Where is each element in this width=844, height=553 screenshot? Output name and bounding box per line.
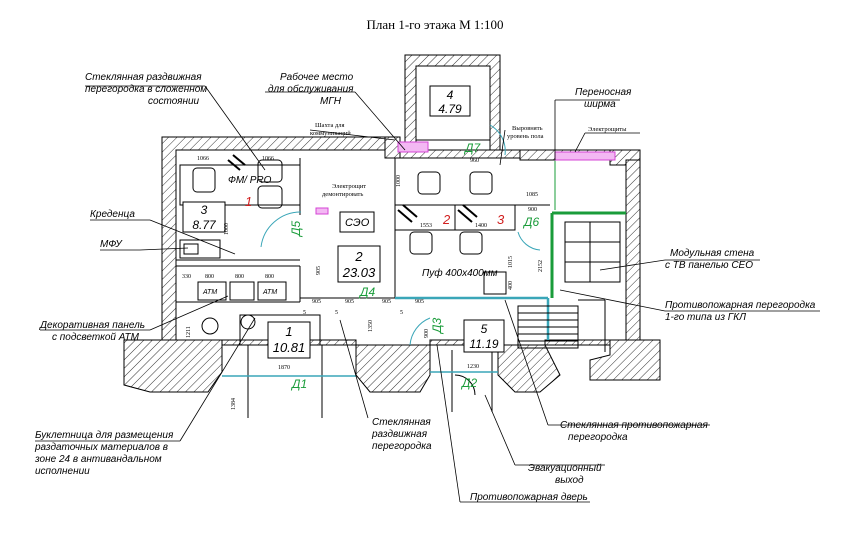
- svg-text:2152: 2152: [538, 260, 544, 272]
- ceo-label: СЭО: [345, 217, 370, 229]
- room-1-area: 10.81: [273, 340, 306, 355]
- door-d1: Д1: [290, 377, 307, 391]
- svg-text:960: 960: [470, 158, 479, 164]
- svg-text:400: 400: [508, 281, 514, 290]
- note-mfu: МФУ: [100, 239, 123, 250]
- svg-text:1553: 1553: [420, 223, 432, 229]
- svg-text:1870: 1870: [278, 365, 290, 371]
- workplace-3: 3: [497, 212, 505, 227]
- svg-text:1066: 1066: [197, 156, 209, 162]
- svg-text:905: 905: [382, 299, 391, 305]
- room-4-area: 4.79: [438, 102, 462, 116]
- atm-label-2: АТМ: [262, 289, 277, 296]
- svg-text:1015: 1015: [508, 256, 514, 268]
- note-electric-shield: Электрощиты: [588, 126, 627, 133]
- svg-text:5: 5: [400, 310, 403, 316]
- svg-text:1400: 1400: [475, 223, 487, 229]
- svg-text:800: 800: [235, 274, 244, 280]
- workplace-2: 2: [442, 212, 451, 227]
- room-2-area: 23.03: [342, 265, 376, 280]
- note-booklet: Буклетница для размещения раздаточных ма…: [34, 430, 176, 477]
- note-shaft: Шахта для коммуникаций: [310, 122, 351, 137]
- note-level-floor: Выровнять уровень пола: [507, 125, 544, 140]
- room-3-number: 3: [201, 203, 208, 217]
- note-evac: Эвакуационный выход: [528, 463, 604, 486]
- room-5-number: 5: [481, 322, 488, 336]
- svg-text:905: 905: [415, 299, 424, 305]
- room-labels: 3 8.77 4 4.79 2 23.03 1 10.81 5 11.19: [192, 88, 499, 355]
- note-glass-fire: Стеклянная противопожарная перегородка: [560, 420, 711, 443]
- drawing-title: План 1-го этажа М 1:100: [366, 17, 503, 32]
- svg-text:330: 330: [182, 274, 191, 280]
- room-label-boxes: [182, 85, 505, 359]
- svg-text:800: 800: [205, 274, 214, 280]
- note-glass-sliding-folded-l1: Стеклянная раздвижная: [85, 72, 202, 83]
- note-glass-sliding: Стеклянная раздвижная перегородка: [371, 417, 434, 452]
- svg-text:905: 905: [345, 299, 354, 305]
- svg-text:1384: 1384: [231, 398, 237, 410]
- workplace-markers: [227, 154, 478, 223]
- svg-text:5: 5: [335, 310, 338, 316]
- plan-inline-text: ФМ/ PRO СЭО Пуф 400х400мм АТМ АТМ: [202, 175, 498, 296]
- atm-label-1: АТМ: [202, 289, 217, 296]
- note-glass-sliding-folded: Стеклянная раздвижная перегородка в слож…: [85, 72, 210, 107]
- door-swings: [260, 124, 541, 396]
- svg-text:5: 5: [303, 310, 306, 316]
- dimension-numbers: 1066 1066 1000 1000 1553 1400 1085 900 9…: [182, 156, 544, 410]
- note-glass-sliding-folded-l3: состоянии: [148, 96, 200, 107]
- svg-text:1085: 1085: [526, 192, 538, 198]
- note-glass-sliding-folded-l2: перегородка в сложенном: [85, 84, 207, 95]
- note-mgn: Рабочее место для обслуживания МГН: [268, 71, 356, 107]
- svg-text:800: 800: [265, 274, 274, 280]
- callout-notes: Стеклянная раздвижная перегородка в слож…: [34, 71, 818, 503]
- room-1-number: 1: [285, 324, 292, 339]
- room-2-number: 2: [354, 249, 363, 264]
- svg-text:1350: 1350: [368, 320, 374, 332]
- svg-text:1230: 1230: [467, 364, 479, 370]
- svg-text:900: 900: [424, 329, 430, 338]
- note-screen: Переносная ширма: [575, 87, 634, 110]
- furniture: [179, 159, 507, 346]
- small-notes: Шахта для коммуникаций Выровнять уровень…: [310, 122, 627, 198]
- svg-text:1211: 1211: [186, 326, 192, 338]
- svg-text:905: 905: [312, 299, 321, 305]
- fm-pro-label: ФМ/ PRO: [228, 175, 272, 186]
- svg-text:905: 905: [316, 266, 322, 275]
- note-fire-door: Противопожарная дверь: [470, 492, 588, 503]
- room-4-number: 4: [447, 88, 454, 102]
- door-d4: Д4: [358, 285, 375, 299]
- note-electric-demount: Электрощит демонтировать: [322, 183, 368, 198]
- workplace-numbers: 1 2 3: [245, 194, 505, 227]
- note-modular-wall: Модульная стена с ТВ панелью СЕО: [665, 248, 757, 271]
- note-deco-panel: Декоративная панель с подсветкой АТМ: [39, 320, 148, 343]
- pouf-label: Пуф 400х400мм: [422, 267, 498, 279]
- svg-text:900: 900: [528, 207, 537, 213]
- room-5-area: 11.19: [469, 337, 498, 351]
- room-3-area: 8.77: [192, 218, 217, 232]
- door-d3: Д3: [430, 318, 444, 335]
- door-d2: Д2: [460, 376, 477, 390]
- workplace-1: 1: [245, 194, 252, 209]
- svg-text:1066: 1066: [262, 156, 274, 162]
- walls: [123, 54, 661, 393]
- door-labels: Д1 Д2 Д3 Д4 Д5 Д6 Д7: [289, 141, 539, 391]
- svg-text:1000: 1000: [224, 223, 230, 235]
- note-credenza: Креденца: [90, 209, 135, 220]
- door-d7: Д7: [463, 141, 481, 155]
- door-d6: Д6: [522, 215, 539, 229]
- leader-lines: [35, 85, 820, 503]
- door-d5: Д5: [289, 221, 303, 238]
- note-fire-partition-gkl: Противопожарная перегородка 1-го типа из…: [665, 300, 818, 323]
- svg-text:1000: 1000: [396, 175, 402, 187]
